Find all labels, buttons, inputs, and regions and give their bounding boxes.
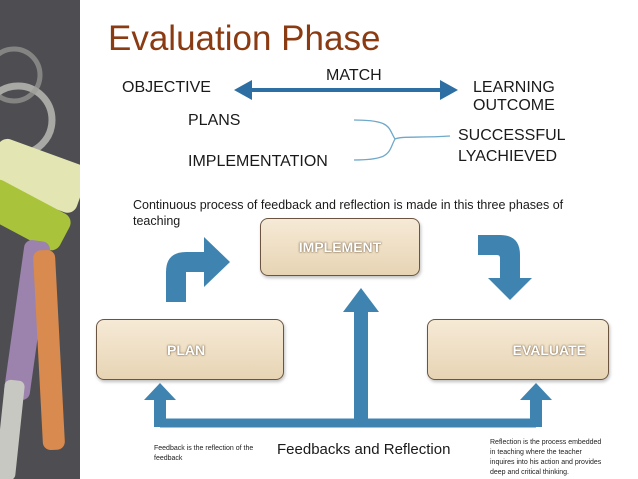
slide-title: Evaluation Phase — [108, 19, 381, 58]
match-label: MATCH — [326, 67, 382, 84]
reflection-note: Reflection is the process embedded in te… — [490, 439, 602, 476]
process-note: Continuous process of feedback and refle… — [133, 198, 564, 228]
feedback-reflection-label: Feedbacks and Reflection — [277, 441, 451, 458]
implement-label: IMPLEMENT — [298, 239, 382, 255]
double-arrow-icon — [234, 80, 458, 100]
implement-box: IMPLEMENT — [260, 218, 420, 276]
successful-label: SUCCESSFUL — [458, 127, 566, 144]
feedback-arrows-icon — [144, 288, 552, 428]
plan-label: PLAN — [167, 341, 206, 358]
plan-box: PLAN — [96, 319, 284, 380]
plans-label: PLANS — [188, 112, 241, 129]
brace-icon — [353, 119, 451, 161]
feedback-note: Feedback is the reflection of the feedba… — [154, 445, 254, 462]
outcome-label: OUTCOME — [473, 97, 555, 114]
evaluate-label: EVALUATE — [512, 341, 586, 358]
achieved-label: LYACHIEVED — [458, 148, 557, 165]
curved-arrow-down-icon — [478, 235, 532, 300]
objective-label: OBJECTIVE — [122, 79, 211, 96]
learning-label: LEARNING — [473, 79, 555, 96]
curved-arrow-up-icon — [166, 237, 230, 302]
chalkboard-image — [0, 0, 80, 479]
evaluate-box: EVALUATE — [427, 319, 609, 380]
implementation-label: IMPLEMENTATION — [188, 153, 328, 170]
